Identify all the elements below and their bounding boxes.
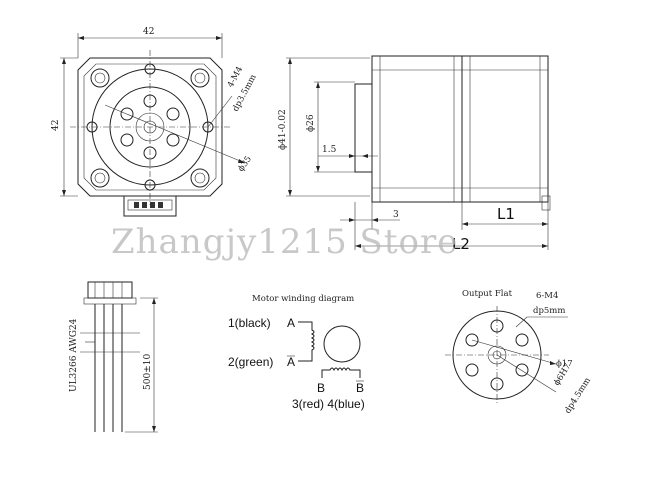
watermark: Zhangjy1215 Store <box>111 222 458 262</box>
dim-flange-dia: ϕ41-0.02 <box>278 109 288 150</box>
output-flat: Output Flat 6-M4 dp5mm ϕ17 ϕ6H7 dp4.5mm <box>445 289 593 416</box>
dim-step: 1.5 <box>322 145 337 155</box>
circle-dia: ϕ35 <box>236 154 254 173</box>
connector <box>123 195 177 217</box>
cable-view: UL3266 AWG24 500±10 <box>69 281 158 433</box>
dim-gap: 3 <box>393 210 399 220</box>
dim-height: 42 <box>51 120 61 131</box>
phase-a: A <box>287 316 295 330</box>
rotor-circle <box>323 325 361 363</box>
pcd-holes <box>120 94 180 160</box>
corner-holes <box>90 68 210 188</box>
winding-title: Motor winding diagram <box>252 294 354 304</box>
output-title: Output Flat <box>462 289 513 299</box>
dim-shaft-dia: ϕ26 <box>306 114 316 132</box>
output-hole-callout: 6-M4 <box>536 291 558 301</box>
pin1-label: 1(black) <box>228 316 271 330</box>
dim-width: 42 <box>143 27 154 37</box>
cable-length: 500±10 <box>143 354 153 390</box>
dia-17: ϕ17 <box>556 359 573 369</box>
pin2-label: 2(green) <box>228 355 273 369</box>
phase-a-bar: A <box>287 355 295 369</box>
wire-spec: UL3266 AWG24 <box>69 318 79 392</box>
cable-connector <box>87 281 133 299</box>
winding-diagram: Motor winding diagram 1(black) 2(green) … <box>228 294 365 411</box>
output-hole-depth: dp5mm <box>533 306 565 316</box>
front-view: 42 42 <box>51 27 259 217</box>
pins-bottom: 3(red) 4(blue) <box>292 397 365 411</box>
side-view: ϕ41-0.02 ϕ26 1.5 3 L <box>278 55 551 253</box>
phase-b: B <box>317 381 325 395</box>
dim-l1: L1 <box>497 205 515 223</box>
phase-b-bar: B <box>356 381 364 395</box>
dim-l2: L2 <box>452 235 470 253</box>
bore-depth: dp4.5mm <box>563 376 593 416</box>
motor-face-outline <box>77 57 223 197</box>
